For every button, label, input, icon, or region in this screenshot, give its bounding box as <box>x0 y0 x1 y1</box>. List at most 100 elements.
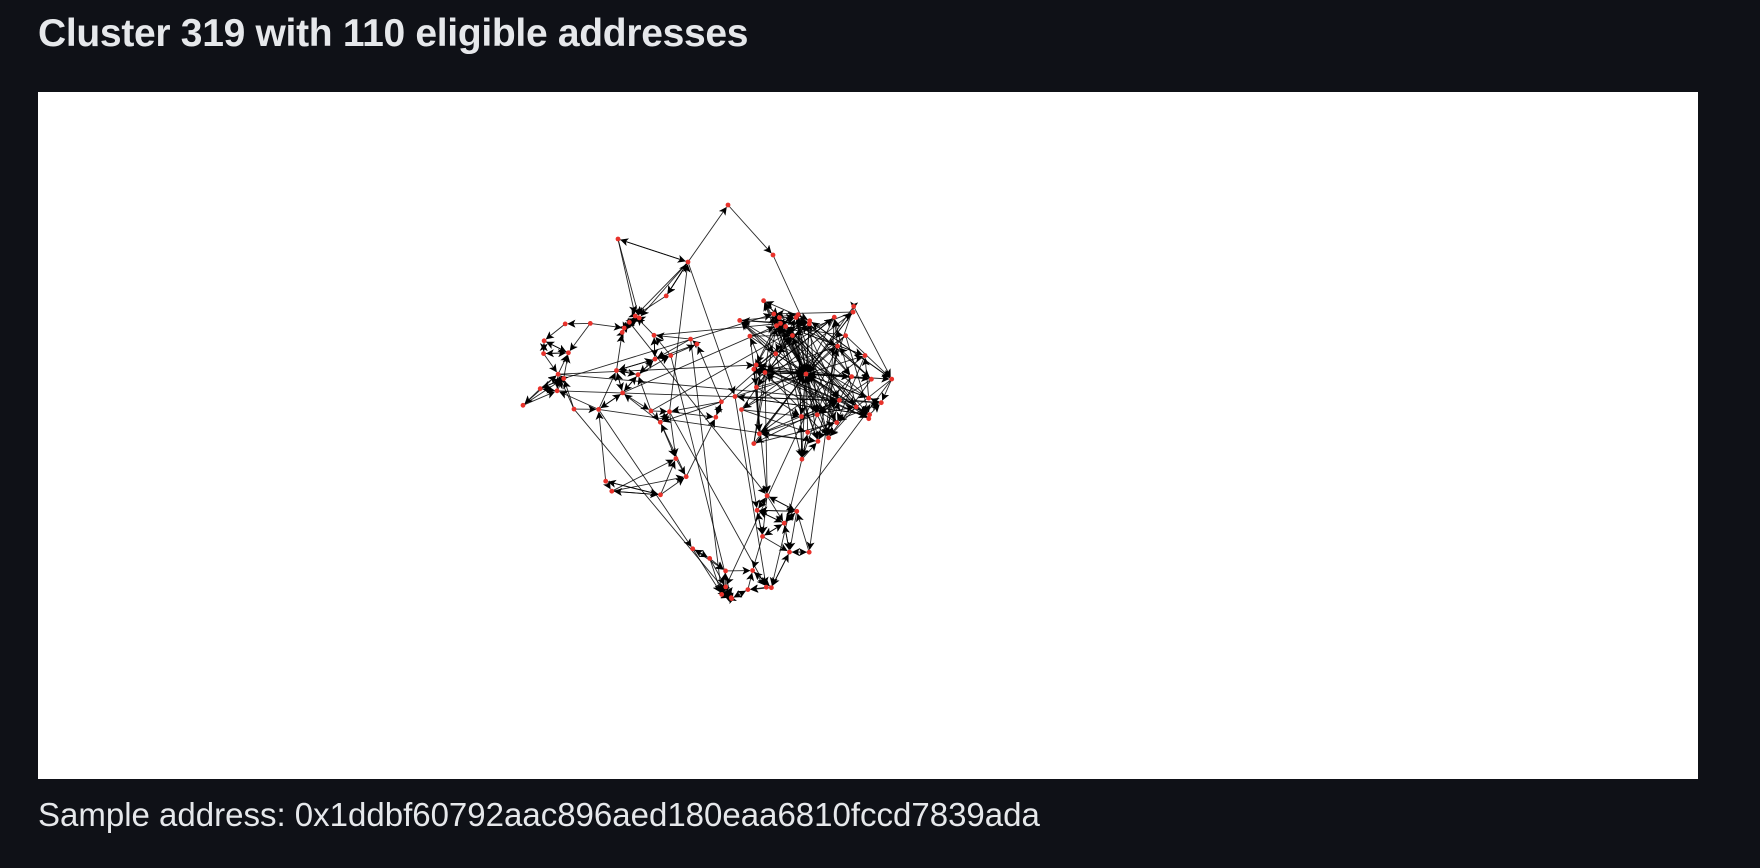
graph-node <box>803 371 809 377</box>
graph-node <box>783 324 788 329</box>
graph-edge <box>762 536 788 552</box>
graph-node <box>648 408 654 414</box>
graph-node <box>761 298 766 304</box>
graph-node <box>541 351 546 356</box>
graph-edge <box>667 261 689 295</box>
graph-node <box>651 332 657 338</box>
graph-edge <box>650 407 668 416</box>
graph-node <box>799 414 804 419</box>
graph-edge <box>759 495 768 535</box>
graph-edge <box>762 524 783 537</box>
graph-edge <box>543 340 567 352</box>
graph-edge <box>766 495 795 511</box>
graph-node <box>869 376 874 382</box>
graph-node <box>614 368 619 373</box>
graph-edge <box>805 347 836 375</box>
graph-edge <box>687 206 727 263</box>
graph-edge <box>733 589 749 598</box>
graph-node <box>694 341 700 347</box>
graph-node <box>732 394 738 399</box>
graph-edge <box>600 392 623 409</box>
graph-edge <box>670 355 733 596</box>
graph-edge <box>721 325 808 403</box>
graph-edge <box>758 495 768 509</box>
graph-edge <box>656 332 691 341</box>
graph-edge <box>741 321 869 399</box>
graph-edge <box>757 506 795 516</box>
graph-edge <box>798 373 807 415</box>
graph-edge <box>636 261 689 315</box>
graph-edge <box>761 355 866 433</box>
graph-edge <box>543 349 567 358</box>
graph-node <box>541 338 547 344</box>
graph-node <box>587 321 593 326</box>
graph-edge <box>772 551 790 586</box>
graph-node <box>853 404 859 410</box>
graph-node <box>555 371 561 377</box>
graph-edge <box>545 323 566 340</box>
graph-node <box>554 388 560 394</box>
graph-node <box>770 252 776 258</box>
graph-node <box>737 318 743 323</box>
graph-edge <box>787 327 869 399</box>
graph-node <box>831 314 837 320</box>
graph-node <box>837 397 842 403</box>
graph-edge <box>524 388 541 404</box>
graph-node <box>690 546 696 552</box>
graph-node <box>754 384 759 390</box>
graph-edge <box>669 411 714 421</box>
graph-edge <box>746 572 755 590</box>
graph-node <box>566 350 571 356</box>
graph-node <box>561 376 567 381</box>
graph-node <box>673 456 679 461</box>
graph-node <box>745 587 751 592</box>
graph-node <box>764 493 770 499</box>
graph-node <box>781 520 787 526</box>
graph-node <box>773 351 779 357</box>
graph-edge <box>737 393 870 416</box>
graph-edge <box>590 322 623 331</box>
graph-edge <box>778 325 802 417</box>
graph-edge <box>795 513 810 553</box>
graph-node <box>620 390 625 396</box>
graph-edge <box>697 346 722 402</box>
graph-node <box>657 419 663 425</box>
graph-node <box>889 376 895 382</box>
graph-edge <box>836 355 866 421</box>
graph-edge <box>522 391 556 406</box>
graph-edge <box>618 368 639 377</box>
graph-edge <box>734 373 804 397</box>
graph-node <box>769 585 774 591</box>
graph-node <box>851 304 857 309</box>
graph-edge <box>563 380 575 410</box>
graph-edge <box>622 376 637 394</box>
graph-node <box>835 343 840 349</box>
graph-node <box>729 596 734 601</box>
graph-edge <box>598 408 816 444</box>
graph-edge <box>617 238 686 263</box>
graph-node <box>603 478 609 484</box>
graph-edge <box>655 336 672 356</box>
graph-node <box>850 309 856 315</box>
graph-edge <box>772 254 839 399</box>
graph-node <box>683 474 689 480</box>
graph-node <box>754 507 760 513</box>
graph-node <box>750 568 755 573</box>
graph-edge <box>775 309 854 318</box>
graph-edge <box>640 261 689 317</box>
graph-edge <box>611 459 674 492</box>
graph-edge <box>845 335 891 378</box>
graph-edge <box>753 369 771 494</box>
graph-node <box>790 333 795 338</box>
graph-node <box>596 407 601 412</box>
graph-node <box>571 406 577 412</box>
network-graph <box>520 202 895 605</box>
graph-node <box>763 584 769 590</box>
graph-edge <box>558 373 880 406</box>
graph-edge <box>734 318 833 397</box>
graph-edge <box>861 357 870 399</box>
graph-edge <box>726 346 839 585</box>
graph-node <box>688 336 693 342</box>
graph-edge <box>557 390 838 405</box>
